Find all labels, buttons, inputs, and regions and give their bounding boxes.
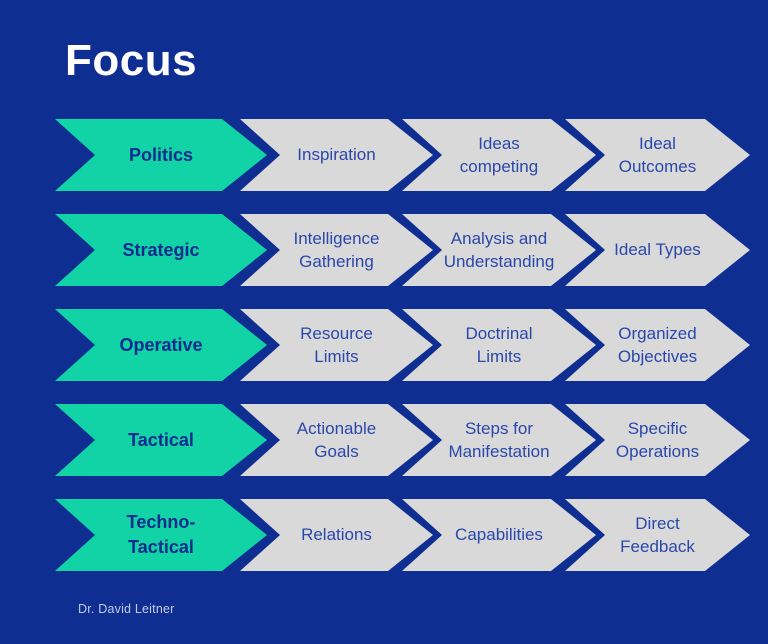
row-4-step-1-arrow: Relations xyxy=(240,499,433,571)
row-4-label: Techno- Tactical xyxy=(126,512,196,557)
arrow-row-techno-tactical: Techno- Tactical Relations Capabilities … xyxy=(0,499,768,571)
arrow-row-tactical: Tactical Actionable Goals Steps for Mani… xyxy=(0,404,768,476)
row-4-step-3: Direct Feedback xyxy=(620,513,695,556)
row-3-step-3: Specific Operations xyxy=(615,418,700,461)
row-2-step-2: Doctrinal Limits xyxy=(465,323,533,366)
row-4-step-1: Relations xyxy=(301,525,372,545)
row-1-step-1-arrow: Intelligence Gathering xyxy=(240,214,433,286)
row-2-label: Operative xyxy=(119,334,203,355)
row-4-label-arrow: Techno- Tactical xyxy=(55,499,267,571)
row-0-step-3: Ideal Outcomes xyxy=(618,133,697,176)
row-1-step-2: Analysis and Understanding xyxy=(443,228,555,271)
row-1-step-3: Ideal Types xyxy=(614,240,701,260)
row-1-step-1: Intelligence Gathering xyxy=(293,228,380,271)
row-0-label: Politics xyxy=(128,144,194,165)
row-2-label-arrow: Operative xyxy=(55,309,267,381)
row-0-step-2: Ideas competing xyxy=(459,133,539,176)
attribution: Dr. David Leitner xyxy=(78,602,175,616)
row-4-step-2: Capabilities xyxy=(455,525,543,545)
row-2-step-1-arrow: Resource Limits xyxy=(240,309,433,381)
row-0-step-1: Inspiration xyxy=(297,145,376,165)
row-2-step-3: Organized Objectives xyxy=(617,323,698,366)
row-3-label-arrow: Tactical xyxy=(55,404,267,476)
row-2-step-1: Resource Limits xyxy=(300,323,373,366)
page-title: Focus xyxy=(65,36,198,85)
row-1-label-arrow: Strategic xyxy=(55,214,267,286)
row-3-step-1: Actionable Goals xyxy=(296,418,377,461)
row-3-step-2: Steps for Manifestation xyxy=(448,418,550,461)
row-0-step-1-arrow: Inspiration xyxy=(240,119,433,191)
arrow-row-politics: Politics Inspiration Ideas competing Ide… xyxy=(0,119,768,191)
row-3-label: Tactical xyxy=(128,429,194,450)
row-0-label-arrow: Politics xyxy=(55,119,267,191)
arrow-row-operative: Operative Resource Limits Doctrinal Limi… xyxy=(0,309,768,381)
row-3-step-1-arrow: Actionable Goals xyxy=(240,404,433,476)
arrow-row-strategic: Strategic Intelligence Gathering Analysi… xyxy=(0,214,768,286)
row-1-label: Strategic xyxy=(122,239,200,260)
